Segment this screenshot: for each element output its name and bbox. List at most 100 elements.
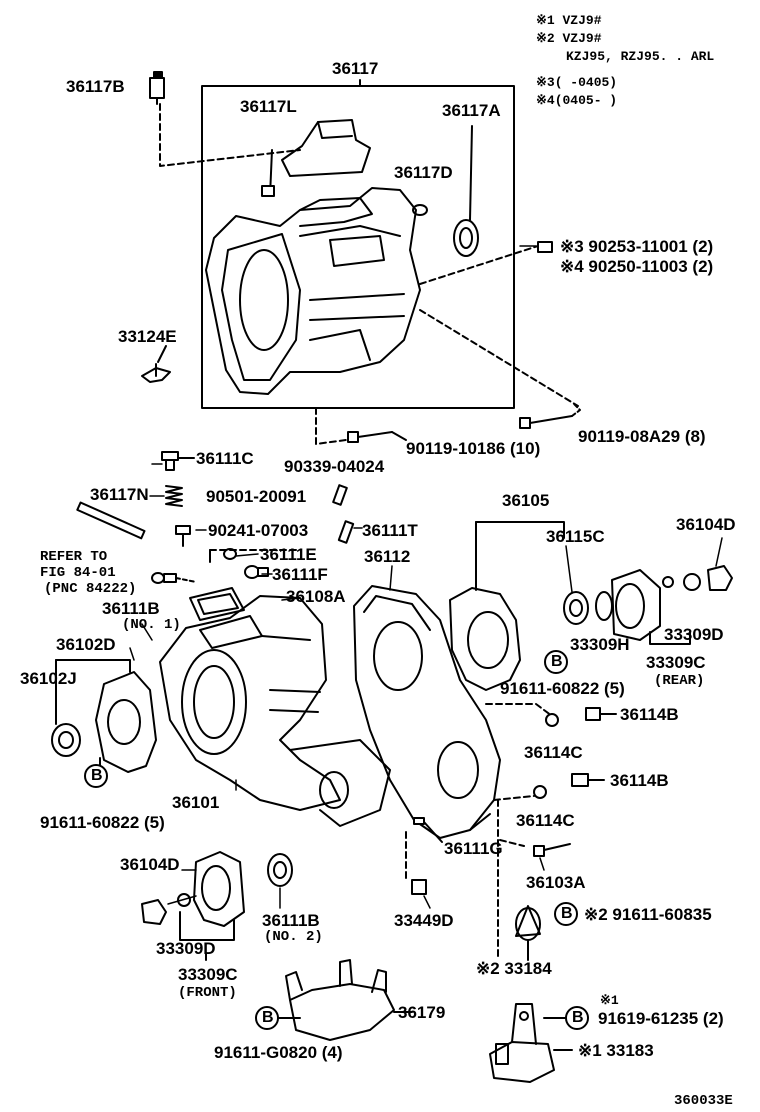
- bolt-33449D: [411, 879, 427, 895]
- note-1: ※1 VZJ9#: [536, 13, 602, 28]
- part-36103A: 36103A: [526, 873, 586, 892]
- circle-b-label: B: [561, 905, 573, 922]
- circle-b-marker: [255, 1006, 279, 1030]
- bracket-36179: [285, 959, 395, 1041]
- part-90250: ※4 90250-11003 (2): [560, 257, 714, 276]
- part-90241: 90241-07003: [208, 521, 309, 540]
- circle-b-marker: [554, 902, 578, 926]
- circle-b-marker: [544, 650, 568, 674]
- plug-36111F: [244, 565, 269, 579]
- part-36111C: 36111C: [196, 449, 254, 468]
- front-cover-36102D: [95, 671, 157, 773]
- part-33309C-rear-note: (REAR): [654, 673, 705, 689]
- part-36102J: 36102J: [20, 669, 77, 688]
- pin-36111G: [413, 817, 425, 825]
- mount-33183: [489, 1003, 555, 1083]
- part-36105: 36105: [502, 491, 550, 510]
- part-33124E: 33124E: [118, 327, 177, 346]
- bearing-36115C: [563, 591, 589, 625]
- part-36114C-lower: 36114C: [516, 811, 575, 830]
- part-33309H: 33309H: [570, 635, 630, 654]
- transfer-case-housing-36117: [205, 187, 421, 395]
- cover-36117L: [261, 119, 371, 197]
- bolt-90241: [175, 525, 191, 547]
- note-3: ※3( -0405): [536, 75, 618, 90]
- refer-line-2: FIG 84-01: [40, 565, 116, 581]
- oil-seal-36111B-no2: [267, 853, 293, 887]
- part-33184: ※2 33184: [476, 959, 552, 978]
- spring-90501: [165, 485, 183, 507]
- plug-36111E: [223, 548, 237, 560]
- circle-b-marker: [84, 764, 108, 788]
- part-91619: 91619-61235 (2): [598, 1009, 724, 1028]
- note-2-models: KZJ95, RZJ95. . ARL: [566, 49, 715, 64]
- gasket-36108A: [189, 587, 245, 621]
- part-36111G: 36111G: [444, 839, 503, 858]
- pin-36111T: [337, 520, 355, 544]
- part-33309C-front: 33309C: [178, 965, 238, 984]
- part-36117B: 36117B: [66, 77, 125, 96]
- part-91611-60822-front: 91611-60822 (5): [40, 813, 165, 832]
- part-36111E: 36111E: [260, 545, 317, 564]
- part-36108A: 36108A: [286, 587, 346, 606]
- part-33309D-front: 33309D: [156, 939, 216, 958]
- part-33309C-front-note: (FRONT): [178, 985, 237, 1001]
- part-36114C-upper: 36114C: [524, 743, 583, 762]
- plug-36111C: [161, 451, 179, 471]
- part-36117A: 36117A: [442, 101, 501, 120]
- part-33183: ※1 33183: [578, 1041, 654, 1060]
- part-36112: 36112: [364, 547, 411, 566]
- circle-b-label: B: [91, 767, 103, 784]
- figure-code: 360033E: [674, 1093, 733, 1109]
- nut-36104D-rear: [707, 565, 733, 591]
- part-36111B-no1: 36111B: [102, 599, 160, 618]
- part-36111B-no2: 36111B: [262, 911, 320, 930]
- nut-36104D-front: [141, 899, 167, 925]
- part-33309C-rear: 33309C: [646, 653, 706, 672]
- bolt-90119-08A29: [519, 415, 573, 429]
- front-case-36101: [159, 595, 391, 827]
- part-90339: 90339-04024: [284, 457, 385, 476]
- flange-rear: [595, 569, 661, 641]
- part-36111B-no1-note: (NO. 1): [122, 617, 181, 633]
- oil-seal-36102J: [51, 723, 81, 757]
- gasket-36114C-upper: [545, 713, 559, 727]
- part-36111T: 36111T: [362, 521, 418, 540]
- note-2: ※2 VZJ9#: [536, 31, 602, 46]
- washer-33309D-rear: [683, 573, 701, 591]
- part-36104D-top: 36104D: [676, 515, 736, 534]
- part-91611-G0820: 91611-G0820 (4): [214, 1043, 343, 1062]
- part-36117D: 36117D: [394, 163, 453, 182]
- plug-36117D: [412, 204, 428, 216]
- refer-line-3: (PNC 84222): [44, 581, 137, 597]
- refer-line-1: REFER TO: [40, 549, 108, 565]
- part-91611-60822-rear: 91611-60822 (5): [500, 679, 625, 698]
- part-36114B-upper: 36114B: [620, 705, 679, 724]
- seal-36117A: [453, 125, 479, 257]
- circle-b-label: B: [572, 1009, 584, 1026]
- part-36117N: 36117N: [90, 485, 149, 504]
- part-90119-10186: 90119-10186 (10): [406, 439, 541, 458]
- part-36111B-no2-note: (NO. 2): [264, 929, 323, 945]
- part-36179: 36179: [398, 1003, 446, 1022]
- pin-90339: [332, 484, 348, 506]
- part-90253: ※3 90253-11001 (2): [560, 237, 714, 256]
- extension-housing-group-frame: [201, 85, 515, 409]
- breather-36117B: [149, 71, 165, 105]
- part-36111F: 36111F: [272, 565, 328, 584]
- rear-cover-36105: [449, 587, 521, 691]
- bracket-33124E: [141, 363, 171, 383]
- part-36114B-lower: 36114B: [610, 771, 669, 790]
- part-36117L: 36117L: [240, 97, 297, 116]
- part-36101: 36101: [172, 793, 220, 812]
- washer-33309D-front: [177, 893, 191, 907]
- circle-b-marker: [565, 1006, 589, 1030]
- note-4: ※4(0405- ): [536, 93, 618, 108]
- circle-b-label: B: [551, 653, 563, 670]
- part-36104D-bottom: 36104D: [120, 855, 180, 874]
- part-91611-60835: ※2 91611-60835: [584, 905, 712, 924]
- part-36102D: 36102D: [56, 635, 116, 654]
- part-90119-08A29: 90119-08A29 (8): [578, 427, 706, 446]
- rod-36117N: [76, 501, 146, 540]
